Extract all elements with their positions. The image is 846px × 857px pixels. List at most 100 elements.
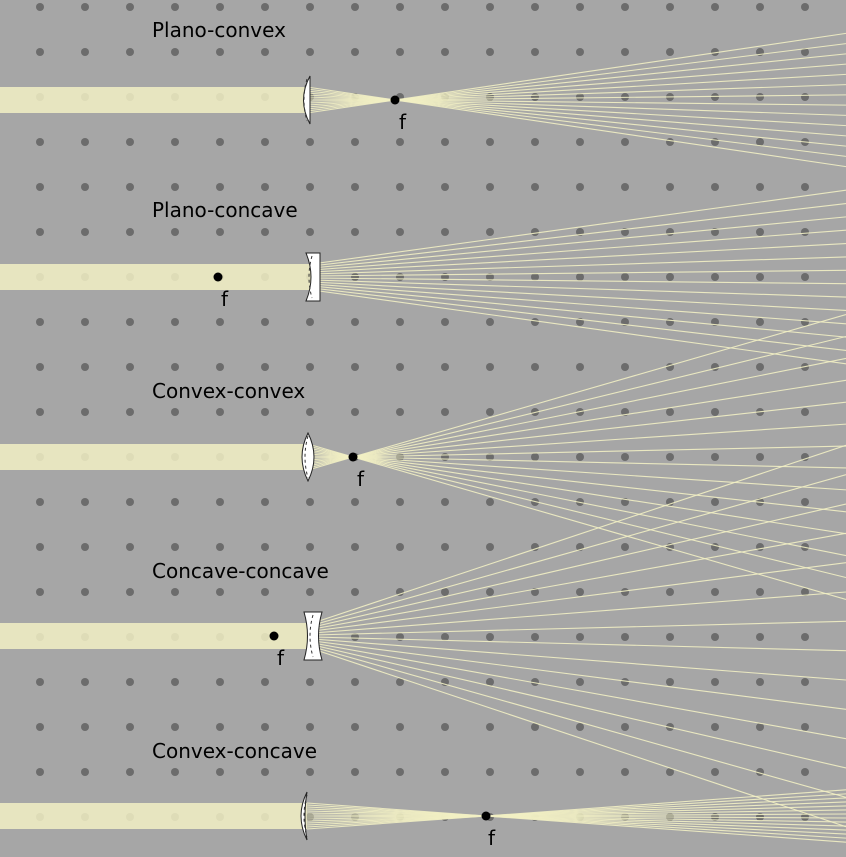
ray bbox=[312, 474, 846, 626]
hole bbox=[351, 3, 359, 11]
hole bbox=[531, 318, 539, 326]
hole bbox=[351, 723, 359, 731]
hole bbox=[666, 498, 674, 506]
ray bbox=[311, 229, 846, 271]
focal-label-plano-convex: f bbox=[399, 110, 407, 134]
hole bbox=[711, 93, 719, 101]
hole bbox=[711, 723, 719, 731]
hole bbox=[171, 543, 179, 551]
hole bbox=[711, 408, 719, 416]
hole bbox=[576, 93, 584, 101]
hole bbox=[576, 633, 584, 641]
hole bbox=[81, 723, 89, 731]
lens-body bbox=[301, 431, 315, 483]
lens-body bbox=[303, 611, 323, 661]
hole bbox=[351, 318, 359, 326]
ray bbox=[312, 642, 846, 740]
hole bbox=[441, 228, 449, 236]
hole bbox=[351, 183, 359, 191]
hole bbox=[351, 498, 359, 506]
ray bbox=[312, 620, 846, 636]
hole bbox=[216, 3, 224, 11]
ray bbox=[306, 802, 846, 843]
ray bbox=[311, 189, 846, 265]
hole bbox=[756, 453, 764, 461]
ray bbox=[307, 314, 846, 471]
ray bbox=[312, 562, 846, 632]
hole bbox=[216, 768, 224, 776]
hole bbox=[756, 363, 764, 371]
hole bbox=[441, 138, 449, 146]
hole bbox=[756, 318, 764, 326]
focal-label-convex-concave: f bbox=[488, 826, 496, 850]
hole bbox=[441, 588, 449, 596]
hole bbox=[126, 138, 134, 146]
ray bbox=[307, 449, 846, 535]
hole bbox=[666, 183, 674, 191]
ray bbox=[311, 285, 846, 338]
hole bbox=[81, 678, 89, 686]
hole bbox=[171, 183, 179, 191]
ray bbox=[306, 806, 846, 835]
hole bbox=[621, 543, 629, 551]
hole bbox=[801, 588, 809, 596]
incoming-beam bbox=[0, 803, 307, 829]
hole bbox=[666, 3, 674, 11]
hole bbox=[801, 498, 809, 506]
hole bbox=[216, 408, 224, 416]
hole bbox=[81, 498, 89, 506]
hole bbox=[756, 3, 764, 11]
hole bbox=[531, 768, 539, 776]
lens-concave-concave bbox=[303, 611, 323, 661]
hole bbox=[126, 768, 134, 776]
ray bbox=[311, 243, 846, 273]
hole bbox=[216, 48, 224, 56]
hole bbox=[216, 543, 224, 551]
hole bbox=[396, 498, 404, 506]
ray bbox=[312, 648, 846, 828]
hole bbox=[441, 318, 449, 326]
hole bbox=[171, 588, 179, 596]
hole bbox=[531, 543, 539, 551]
hole bbox=[756, 183, 764, 191]
hole bbox=[711, 183, 719, 191]
hole bbox=[531, 678, 539, 686]
hole bbox=[711, 543, 719, 551]
hole bbox=[261, 588, 269, 596]
hole bbox=[351, 633, 359, 641]
hole bbox=[576, 723, 584, 731]
hole bbox=[486, 363, 494, 371]
hole bbox=[441, 408, 449, 416]
ray bbox=[312, 646, 846, 798]
hole bbox=[576, 48, 584, 56]
lens-curvature-mark bbox=[303, 78, 308, 122]
lens-body bbox=[300, 791, 308, 841]
ray bbox=[306, 789, 846, 830]
hole bbox=[81, 138, 89, 146]
ray bbox=[306, 808, 846, 831]
hole bbox=[486, 48, 494, 56]
ray bbox=[312, 638, 846, 681]
hole bbox=[81, 183, 89, 191]
ray bbox=[307, 401, 846, 463]
ray bbox=[307, 443, 846, 600]
hole bbox=[801, 228, 809, 236]
hole bbox=[486, 453, 494, 461]
hole bbox=[801, 48, 809, 56]
ray bbox=[307, 453, 846, 491]
hole bbox=[126, 408, 134, 416]
focal-point-plano-convex bbox=[390, 95, 400, 105]
incoming-beam bbox=[0, 264, 312, 290]
hole bbox=[711, 3, 719, 11]
hole bbox=[351, 273, 359, 281]
hole bbox=[801, 768, 809, 776]
ray bbox=[311, 289, 846, 365]
hole bbox=[36, 138, 44, 146]
hole bbox=[441, 48, 449, 56]
hole bbox=[756, 633, 764, 641]
hole bbox=[396, 408, 404, 416]
hole bbox=[801, 183, 809, 191]
incoming-beam bbox=[0, 444, 308, 470]
hole bbox=[126, 543, 134, 551]
hole bbox=[756, 138, 764, 146]
